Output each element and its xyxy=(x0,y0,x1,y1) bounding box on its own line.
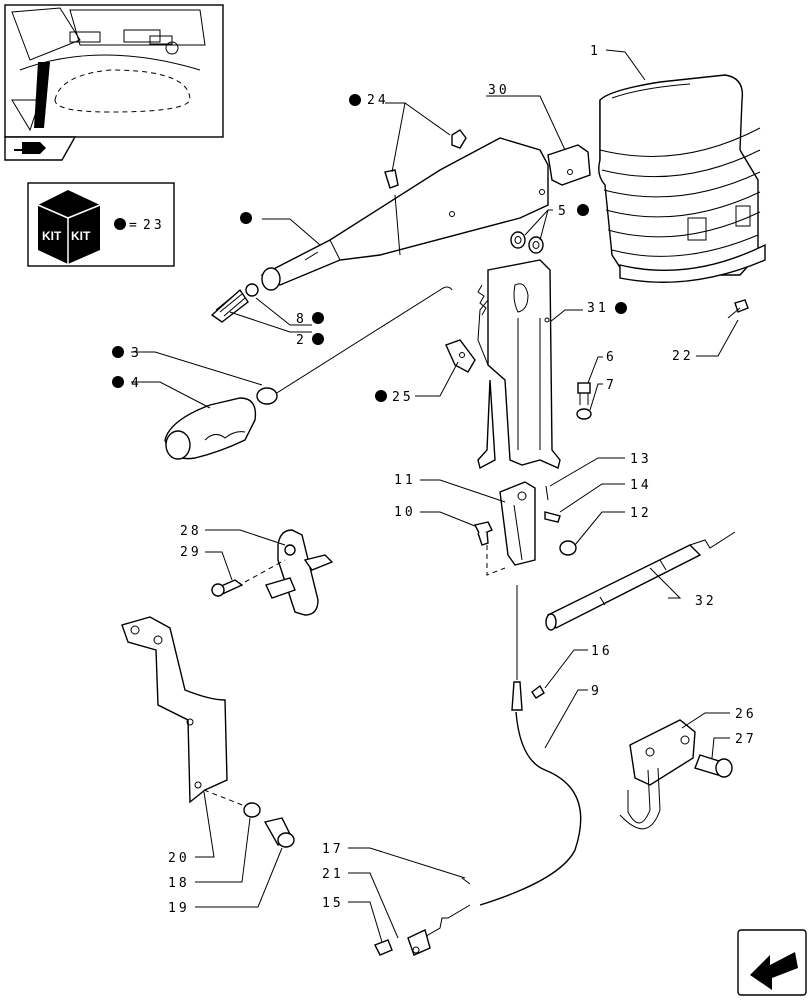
part-6-bolt[interactable] xyxy=(577,382,591,405)
kit-equals: = xyxy=(129,218,140,233)
part-10-pin[interactable] xyxy=(473,521,493,546)
callout-13: 13 xyxy=(630,452,652,467)
part-30-bracket[interactable] xyxy=(547,144,591,186)
part-31-ratchet-plate[interactable] xyxy=(477,259,561,470)
part-8-spring[interactable] xyxy=(210,288,249,323)
part-15-pin[interactable] xyxy=(374,939,393,956)
part-2-washer[interactable] xyxy=(245,283,259,297)
part-1-gaiter-boot[interactable] xyxy=(598,74,766,283)
callout-31: 31 xyxy=(587,301,609,316)
callout-30: 30 xyxy=(488,83,510,98)
part-12-nut[interactable] xyxy=(559,540,577,556)
part-26-hook-bracket[interactable] xyxy=(619,719,696,830)
handbrake-lever-arm[interactable] xyxy=(260,137,549,291)
callout-16: 16 xyxy=(591,644,613,659)
callout-19: 19 xyxy=(168,901,190,916)
callout-2: 2 xyxy=(296,333,307,348)
next-page-arrow-icon[interactable] xyxy=(737,929,807,996)
part-28-mount-bracket[interactable] xyxy=(265,529,334,616)
callout-18: 18 xyxy=(168,876,190,891)
part-27-bolt[interactable] xyxy=(694,754,733,778)
part-11-clevis[interactable] xyxy=(499,481,536,566)
callout-17: 17 xyxy=(322,842,344,857)
thumbnail-tab xyxy=(4,136,77,161)
callout-15: 15 xyxy=(322,896,344,911)
part-16-clip[interactable] xyxy=(531,684,545,699)
part-25-pawl[interactable] xyxy=(445,339,476,373)
callout-26: 26 xyxy=(735,707,757,722)
kit-text-left: KIT xyxy=(42,229,62,243)
location-thumbnail[interactable] xyxy=(4,4,224,138)
callout-12: 12 xyxy=(630,506,652,521)
part-4-handle-grip[interactable] xyxy=(164,397,257,460)
part-20-bracket[interactable] xyxy=(121,616,228,804)
callout-8: 8 xyxy=(296,312,307,327)
callout-7: 7 xyxy=(606,378,617,393)
part-5-washers[interactable] xyxy=(510,231,544,254)
callout-28: 28 xyxy=(180,524,202,539)
part-7-washer[interactable] xyxy=(576,408,592,420)
callout-20: 20 xyxy=(168,851,190,866)
part-17-split-pin[interactable] xyxy=(461,877,471,885)
callout-labels: 1 30 24 5 8 2 31 22 3 4 25 6 7 13 11 14 … xyxy=(131,44,757,916)
part-32-shaft[interactable] xyxy=(545,531,736,631)
callout-6: 6 xyxy=(606,350,617,365)
callout-10: 10 xyxy=(394,505,416,520)
leader-lines xyxy=(131,49,739,943)
part-29-screw[interactable] xyxy=(210,579,244,597)
part-9-brake-cable[interactable] xyxy=(407,585,582,956)
callout-25: 25 xyxy=(392,390,414,405)
callout-22: 22 xyxy=(672,349,694,364)
callout-9: 9 xyxy=(591,684,602,699)
part-18-washer[interactable] xyxy=(243,802,261,818)
part-19-bolt[interactable] xyxy=(263,817,295,848)
callout-29: 29 xyxy=(180,545,202,560)
callout-27: 27 xyxy=(735,732,757,747)
callout-4: 4 xyxy=(131,376,142,391)
callout-11: 11 xyxy=(394,473,416,488)
kit-ref-label: 23 xyxy=(143,218,165,233)
kit-box: KIT KIT = 23 xyxy=(27,182,175,267)
callout-5: 5 xyxy=(558,204,569,219)
part-24-plugs[interactable] xyxy=(384,129,467,189)
part-3-release-rod[interactable] xyxy=(256,286,453,405)
callout-24: 24 xyxy=(367,93,389,108)
callout-14: 14 xyxy=(630,478,652,493)
kit-marker-dots xyxy=(112,94,627,402)
callout-21: 21 xyxy=(322,867,344,882)
part-13-split-pin[interactable] xyxy=(545,485,549,501)
callout-1: 1 xyxy=(590,44,601,59)
part-14-pin[interactable] xyxy=(544,511,561,523)
callout-3: 3 xyxy=(131,346,142,361)
kit-text-right: KIT xyxy=(71,229,91,243)
callout-32: 32 xyxy=(695,594,717,609)
part-22-screw[interactable] xyxy=(727,299,749,319)
